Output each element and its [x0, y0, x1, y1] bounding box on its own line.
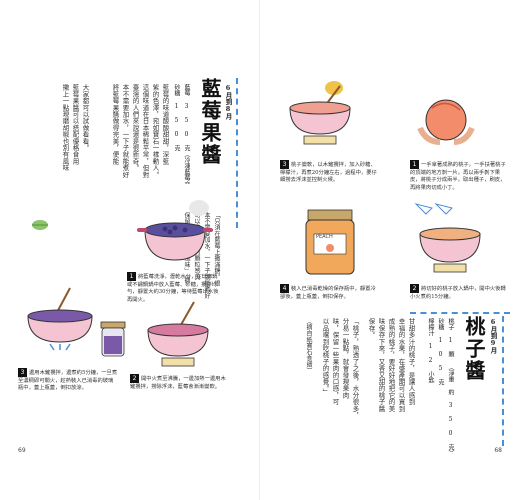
essay-b-column-2: 藍莓果醬可以搭配優格食用	[71, 84, 79, 165]
pot-stove-left-illustration	[27, 287, 93, 351]
pot-boiling-illustration	[147, 301, 209, 367]
pot-sugar-illustration	[289, 81, 351, 145]
peach-essay-b-3: 味，保留一些果肉的口感，可	[331, 318, 339, 406]
essay-column-5: 紫的色澤，宛如寶石一樣動人。	[151, 84, 159, 178]
peach-recipe-line-3: 檸檬汁 1 2 小匙	[427, 318, 434, 383]
peach-essay-b-4: 以品嚐到吃桃子的感覺。」	[321, 318, 329, 396]
peach-season-label: 6月到9月	[489, 318, 497, 354]
peach-step-3-number: 3	[280, 160, 289, 169]
peach-step-3-text: 桃子變軟，以木鏟攪拌，加入砂糖、檸檬汁，再煮20分鐘左右，過程中，要仔細撈去浮沫…	[280, 162, 377, 183]
essay-column-2: 本不需要加水，一下子就能煮好	[121, 84, 129, 178]
leaf-icon	[32, 220, 48, 230]
essay-b-column-3: 大家都可以試做看看。	[81, 84, 89, 151]
peach-title-divider	[502, 316, 504, 446]
peach-essay-5: 保存。	[367, 318, 375, 339]
peach-essay-3: 成熟的桃子，要好好地把它的美	[387, 318, 395, 412]
book-spine	[259, 0, 260, 500]
peach-essay-4: 味保存下來，又香又甜的桃子醬	[377, 318, 385, 412]
recipe-line-2: 砂糖 1 5 0 克	[173, 84, 180, 151]
left-page: 藍莓的味道酸酸甜甜，深藍 紫的色澤，宛如寶石一樣動人。 這個味道在日本稀鬆平常，…	[18, 78, 238, 454]
step-1-number: 1	[127, 272, 136, 281]
page-title: 藍莓果醬	[198, 78, 222, 166]
essay-column-4: 這個味道在日本稀鬆平常，但對	[141, 84, 149, 178]
peach-step-2-number: 2	[410, 284, 419, 293]
peach-source-tag: （摘自紙寶石食譜）	[305, 318, 312, 374]
peach-recipe-line-2: 砂糖 1 0 5 克	[437, 318, 444, 385]
peach-peeling-illustration	[417, 99, 475, 145]
peach-essay-2: 幸福的水果，在盛產期可以買到	[397, 318, 405, 412]
step-3-number: 3	[18, 368, 27, 377]
essay-b-column-1: 撒上一點現磨胡椒也別有風味	[61, 84, 69, 172]
essay-column-6: 藍莓的味道酸酸甜甜，深藍	[161, 84, 169, 165]
note-line-2: 本不需要加水，一下子就能煮好	[203, 212, 210, 299]
note-line-1: 「只須在藍莓上撒滿糖，根	[213, 212, 220, 287]
step-2-text: 開中火煮至沸騰，一邊加熱一邊用木鏟攪拌，撈除浮沫，藍莓會漸漸變軟。	[130, 376, 226, 390]
pot-blueberry-illustration	[137, 200, 213, 261]
essay-column-1: 將藍莓果醬做得完美，便能	[111, 84, 119, 165]
peach-step-1-text: 一手拿著成熟的桃子，一手扶著桃子的頂端的地方剝一片，再以兩手剝下果皮，將桃子分成…	[410, 162, 506, 191]
season-label: 6月到8月	[224, 84, 232, 120]
peach-step-2-text: 將切好的桃子放入鍋中，開中火後轉小火煮約15分鐘。	[410, 286, 506, 300]
page-number: 69	[18, 447, 26, 454]
recipe-line-1: 藍莓 3 5 0 克（冷凍藍莓亦可使用）	[183, 84, 190, 211]
peach-recipe-line-1: 桃子 1 顆 （淨重 約 3 5 0 克）	[447, 318, 454, 456]
title-divider	[236, 78, 238, 228]
peach-essay-b-2: 分易一點點，就會發現果肉	[341, 318, 349, 399]
peach-essay-b-1: 「桃子，熟透了之後，水分很多，	[351, 318, 359, 419]
section-divider	[410, 312, 510, 314]
peach-jar-illustration	[305, 209, 355, 275]
step-1-text: 將藍莓洗淨，瀝乾水分，在琺瑯鍋或不鏽鋼鍋中放入藍莓、砂糖，攪拌均勻，靜置大約30…	[127, 274, 219, 303]
step-3-text: 邊用木鏟攪拌，邊煮約5分鐘，一旦煮至濃稠即可關火，趁熱裝入已消毒的玻璃瓶中，蓋上…	[18, 370, 118, 391]
peach-pot-illustration	[414, 203, 481, 273]
jar-icon	[100, 321, 126, 357]
peach-essay-1: 甘甜多汁的桃子，是讓人感到	[407, 318, 415, 406]
jar-label: PEACH	[316, 234, 333, 240]
essay-column-3: 臺灣的人們來說還是很新奇。	[131, 84, 139, 172]
peach-step-4-number: 4	[280, 284, 289, 293]
peach-title: 桃子醬	[462, 316, 486, 382]
step-2-number: 2	[130, 374, 139, 383]
peach-step-4-text: 裝入已消毒乾燥的保存瓶中，靜置冷卻後，蓋上瓶蓋，倒扣保存。	[280, 286, 376, 300]
peach-page-number: 68	[494, 447, 502, 454]
peach-step-1-number: 1	[410, 160, 419, 169]
